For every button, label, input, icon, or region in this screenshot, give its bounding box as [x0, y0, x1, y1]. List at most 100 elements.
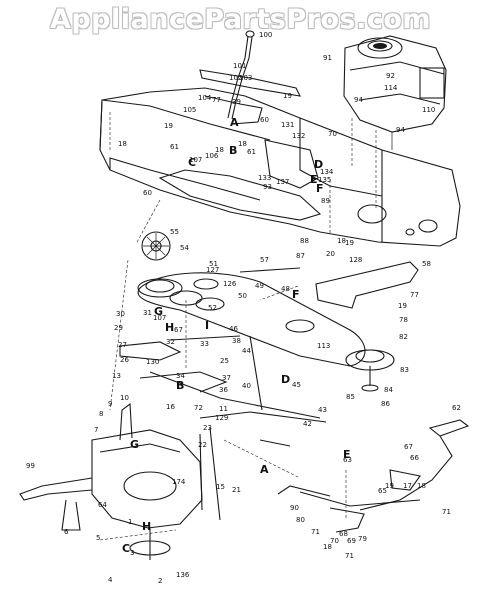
- part-callout: 130: [146, 358, 159, 366]
- part-callout: 70: [328, 130, 337, 138]
- part-callout: 132: [292, 132, 305, 140]
- part-callout: 5: [96, 534, 100, 542]
- engine: [343, 35, 447, 208]
- part-callout: 27: [118, 341, 127, 349]
- part-callout: 49: [255, 282, 264, 290]
- reference-letter: F: [316, 182, 324, 195]
- phantom-lines: [99, 112, 347, 541]
- part-callout: 133: [258, 174, 271, 182]
- part-callout: 89: [321, 197, 330, 205]
- part-callout: 21: [232, 486, 241, 494]
- part-callout: 71: [311, 528, 320, 536]
- part-callout: 10: [120, 394, 129, 402]
- drive-belt-assembly: [137, 231, 395, 392]
- reference-letter: D: [281, 373, 290, 386]
- part-callout: 79: [358, 535, 367, 543]
- part-callout: 15: [216, 483, 225, 491]
- part-callout: 38: [232, 337, 241, 345]
- reference-letter: B: [176, 379, 184, 392]
- part-callout: 70: [330, 537, 339, 545]
- shift-lever: [227, 30, 255, 120]
- reference-letter: I: [205, 319, 209, 332]
- bracket: [315, 261, 419, 309]
- part-callout: 94: [396, 126, 405, 134]
- part-callout: 69: [347, 537, 356, 545]
- reference-letter: C: [188, 156, 196, 169]
- part-callout: 32: [166, 338, 175, 346]
- part-callout: 3: [130, 549, 134, 557]
- part-callout: 64: [98, 501, 107, 509]
- part-callout: 31: [143, 309, 152, 317]
- part-callout: 17: [403, 482, 412, 490]
- part-callout: 82: [399, 333, 408, 341]
- part-callout: 45: [292, 381, 301, 389]
- watermark: AppliancePartsPros.com: [49, 4, 432, 35]
- part-callout: 94: [354, 96, 363, 104]
- part-callout: 107: [189, 156, 202, 164]
- part-callout: 57: [260, 256, 269, 264]
- reference-letter: G: [154, 305, 163, 318]
- part-callout: 87: [296, 252, 305, 260]
- part-callout: 114: [384, 84, 398, 92]
- reference-letter: F: [292, 288, 300, 301]
- reference-letter: C: [122, 542, 130, 555]
- part-callout: 34: [176, 372, 185, 380]
- part-callout: 88: [300, 237, 309, 245]
- part-callout: 29: [114, 324, 123, 332]
- part-callout: 93: [263, 183, 272, 191]
- part-callout: 33: [200, 340, 209, 348]
- part-callout: 102: [229, 74, 242, 82]
- part-callout: 129: [215, 414, 228, 422]
- part-callout: 54: [180, 244, 189, 252]
- part-callout: 137: [276, 178, 289, 186]
- part-callout: 60: [260, 116, 269, 124]
- part-callout: 83: [400, 366, 409, 374]
- part-callout: 90: [290, 504, 299, 512]
- part-callout: 67: [404, 443, 413, 451]
- part-callout: 42: [303, 420, 312, 428]
- part-callout: 16: [166, 403, 175, 411]
- part-callout: 92: [386, 72, 395, 80]
- part-callout: 104: [198, 94, 212, 102]
- part-callout: 19: [385, 482, 394, 490]
- part-callout: 55: [170, 228, 179, 236]
- part-callout: 18: [118, 140, 127, 148]
- part-callout: 19: [283, 92, 292, 100]
- reference-letter: E: [310, 173, 318, 186]
- part-callout: 80: [296, 516, 305, 524]
- reference-letter: A: [260, 463, 269, 476]
- part-callout: 68: [339, 530, 348, 538]
- part-callout: 60: [143, 189, 152, 197]
- part-callout: 71: [345, 552, 354, 560]
- part-callout: 135: [318, 176, 331, 184]
- part-callout: 103: [239, 74, 252, 82]
- part-callout: 13: [112, 372, 121, 380]
- part-callout: 126: [223, 280, 237, 288]
- transaxle: [19, 402, 203, 560]
- part-callout: 50: [238, 292, 247, 300]
- part-callout: 18: [323, 543, 332, 551]
- linkage-rods: [119, 335, 327, 521]
- part-callout: 37: [222, 374, 231, 382]
- part-callout: 19: [398, 302, 407, 310]
- part-callout: 134: [320, 168, 334, 176]
- part-callout: 9: [108, 400, 112, 408]
- part-callout: 110: [422, 106, 435, 114]
- part-callout: 18: [238, 140, 247, 148]
- part-callout: 128: [349, 256, 362, 264]
- part-callout: 1: [128, 518, 132, 526]
- brake-pedal-assembly: [277, 419, 470, 533]
- part-callout: 61: [170, 143, 179, 151]
- part-callout: 52: [208, 304, 217, 312]
- reference-letter: G: [130, 438, 139, 451]
- part-callout: 23: [203, 424, 212, 432]
- part-callout: 72: [194, 404, 203, 412]
- part-callout: 44: [242, 347, 251, 355]
- part-callout: 19: [164, 122, 173, 130]
- part-callout: 4: [108, 576, 113, 584]
- part-callout: 85: [346, 393, 355, 401]
- part-callout: 66: [410, 454, 419, 462]
